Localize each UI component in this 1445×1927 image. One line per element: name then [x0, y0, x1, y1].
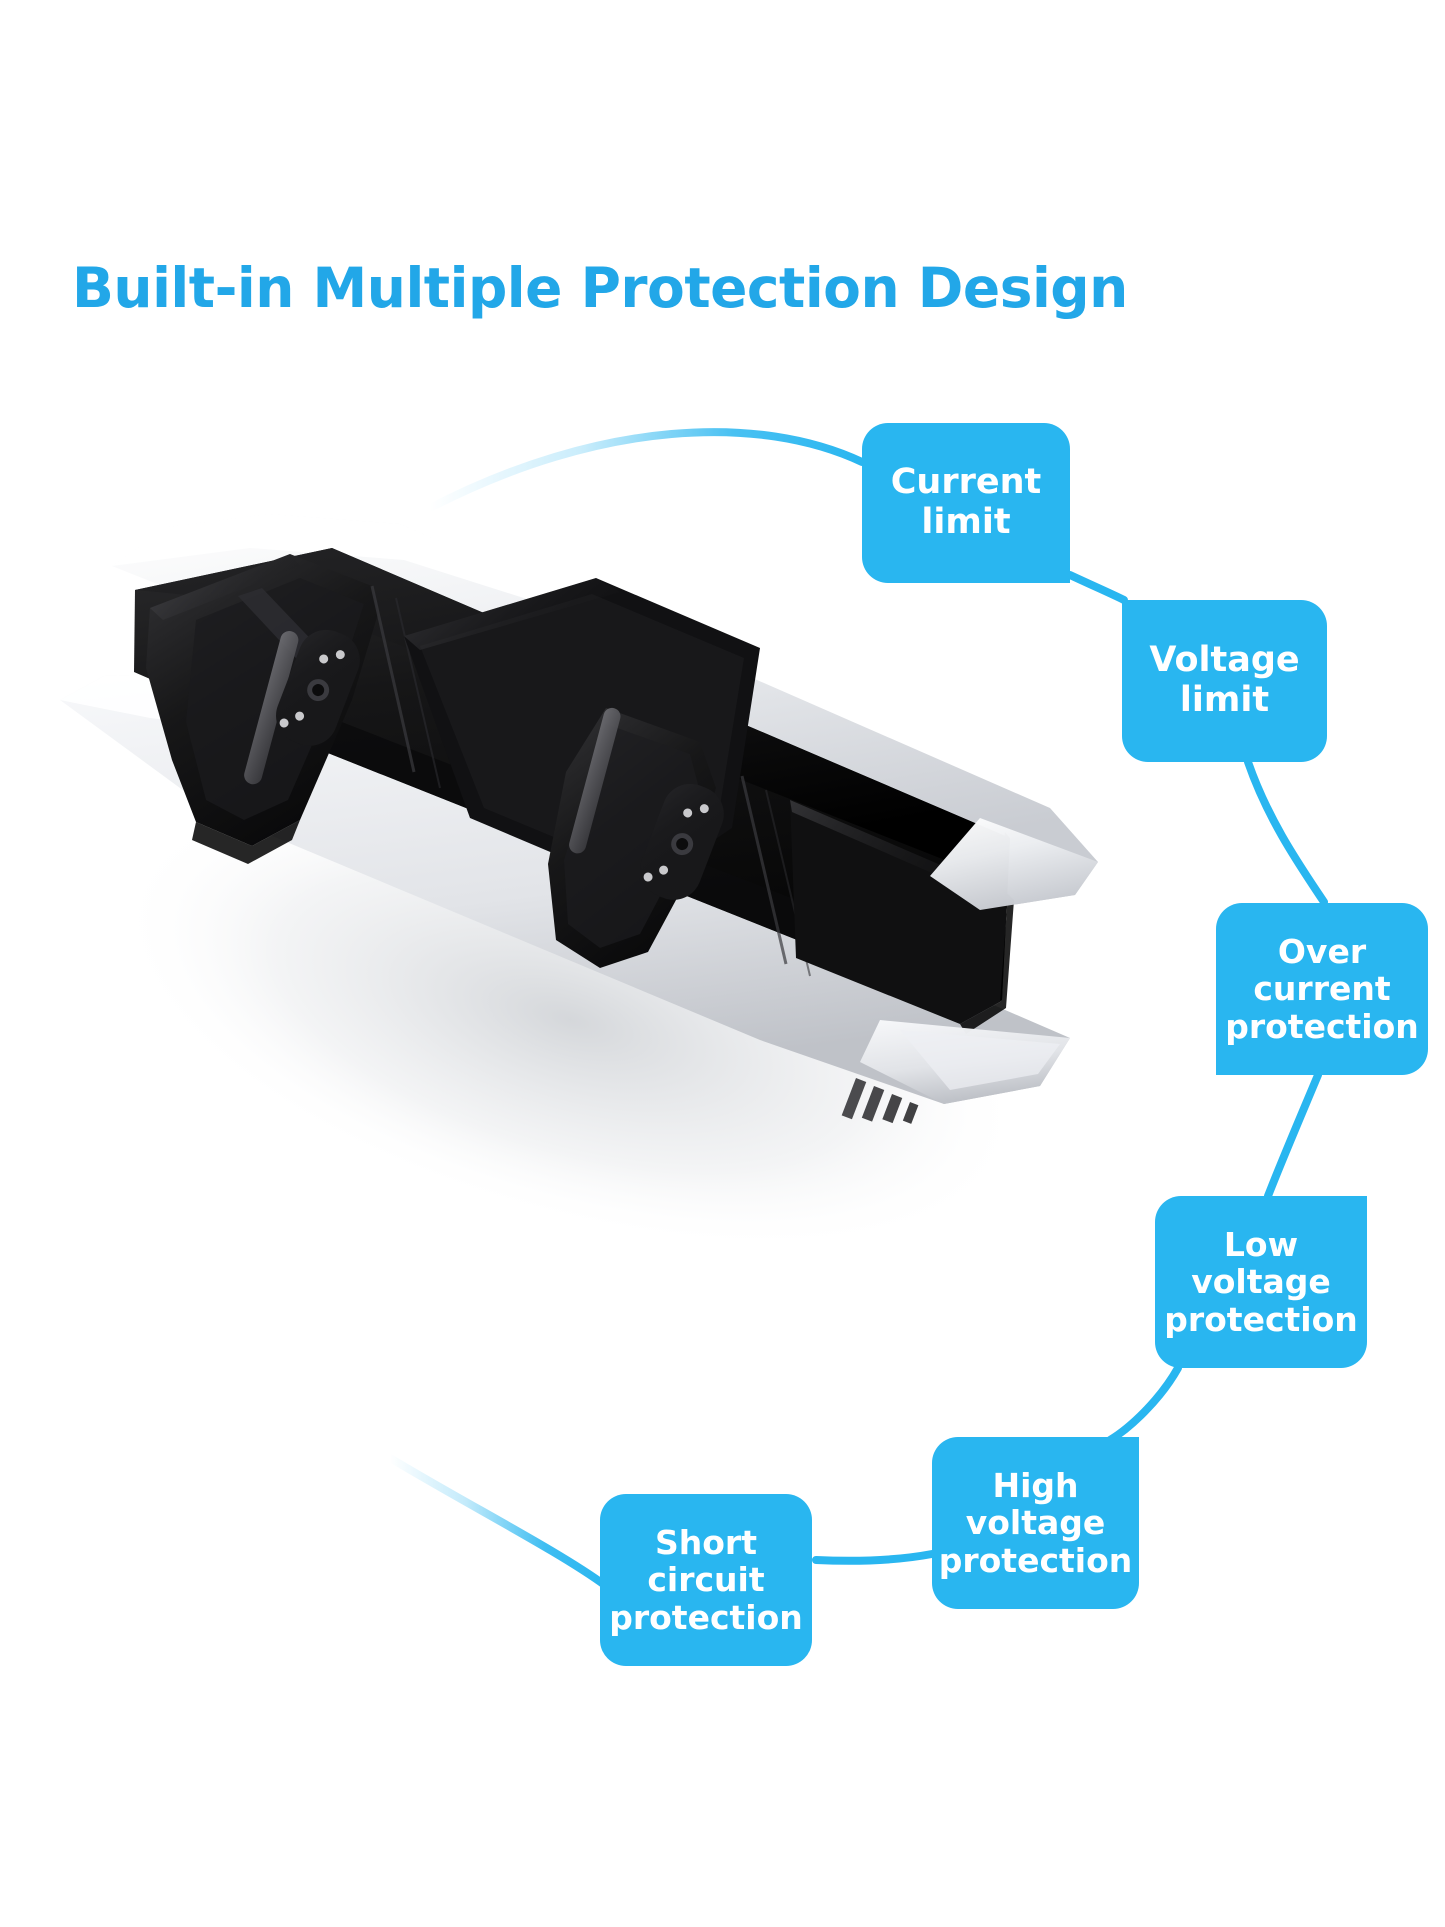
callout-line: Current	[890, 462, 1042, 503]
curve-short-circuit-tail	[386, 1454, 610, 1590]
curve-to-current-limit	[426, 428, 866, 512]
callout-line: Over	[1277, 931, 1367, 971]
curve-voltage-to-overcurrent	[1244, 758, 1328, 906]
callout-line: Voltage	[1149, 640, 1300, 681]
callout-current-limit[interactable]: Current limit	[862, 423, 1070, 583]
callout-line: protection	[609, 1597, 803, 1637]
callout-line: protection	[1225, 1006, 1419, 1046]
callout-line: voltage	[965, 1503, 1106, 1543]
callout-line: protection	[1164, 1299, 1358, 1339]
callout-line: protection	[938, 1540, 1133, 1580]
callout-line: limit	[921, 502, 1011, 542]
callout-line: Short	[655, 1522, 757, 1562]
callout-short-circuit-protection[interactable]: Short circuit protection	[600, 1494, 812, 1666]
curve-overcurrent-to-lowvoltage	[1264, 1071, 1322, 1200]
curve-lowvoltage-to-highvoltage	[1106, 1364, 1182, 1444]
callout-line: circuit	[647, 1560, 765, 1600]
callout-high-voltage-protection[interactable]: High voltage protection	[932, 1437, 1139, 1609]
callout-low-voltage-protection[interactable]: Low voltage protection	[1155, 1196, 1367, 1368]
callout-voltage-limit[interactable]: Voltage limit	[1122, 600, 1327, 762]
page-title: Built-in Multiple Protection Design	[72, 256, 1128, 320]
callout-line: voltage	[1191, 1262, 1331, 1302]
curve-highvoltage-to-shortcircuit	[812, 1550, 936, 1565]
callout-line: current	[1253, 969, 1391, 1009]
callout-line: limit	[1179, 680, 1270, 720]
curve-current-to-voltage	[1066, 571, 1128, 604]
callout-line: High	[992, 1465, 1079, 1505]
callout-line: Low	[1223, 1224, 1299, 1264]
callout-over-current-protection[interactable]: Over current protection	[1216, 903, 1428, 1075]
